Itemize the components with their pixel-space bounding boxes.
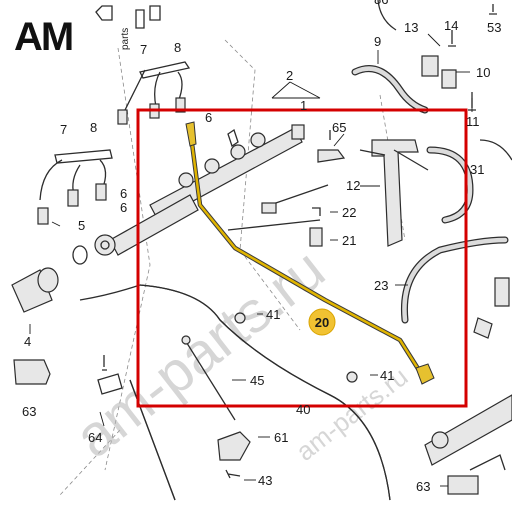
part-20-label: 20 [315, 315, 329, 330]
callout-6-mid: 6 [205, 110, 212, 125]
callout-6-top: 6 [120, 186, 127, 201]
rail-lower-right [424, 394, 512, 495]
callout-61: 61 [274, 430, 288, 445]
callout-86: 86 [374, 0, 388, 7]
callout-11: 11 [466, 114, 480, 129]
small-parts [227, 128, 358, 383]
logo-brand: AM [14, 15, 72, 59]
callout-8-left: 8 [90, 120, 97, 135]
callout-63-right: 63 [416, 479, 430, 494]
callout-6-low: 6 [120, 200, 127, 215]
callout-5: 5 [78, 218, 85, 233]
callout-22: 22 [342, 205, 356, 220]
right-hoses [400, 139, 512, 339]
callout-14: 14 [444, 18, 458, 33]
callout-63-left: 63 [22, 404, 36, 419]
callout-13: 13 [404, 20, 418, 35]
bracket-12 [359, 139, 429, 247]
callout-9: 9 [374, 34, 381, 49]
callout-21: 21 [342, 233, 356, 248]
callout-53: 53 [487, 20, 501, 35]
top-right-parts [351, 0, 497, 114]
callout-43: 43 [258, 473, 272, 488]
callout-10: 10 [476, 65, 490, 80]
injector-connectors-top [95, 5, 191, 125]
callout-4: 4 [24, 334, 31, 349]
callouts: 86 7 8 2 1 9 13 14 53 10 11 7 8 6 6 6 65… [22, 0, 501, 494]
callout-23: 23 [374, 278, 388, 293]
callout-40: 40 [296, 402, 310, 417]
callout-41-a: 41 [266, 307, 280, 322]
injector-harness-left [37, 149, 113, 225]
callout-7-top: 7 [140, 42, 147, 57]
callout-41-b: 41 [380, 368, 394, 383]
callout-45: 45 [250, 373, 264, 388]
watermark-main: am-parts.ru [63, 236, 337, 470]
fuel-line-20 [185, 121, 435, 385]
highlight-frame [136, 108, 468, 408]
callout-31: 31 [470, 162, 484, 177]
callout-65: 65 [332, 120, 346, 135]
callout-8-top: 8 [174, 40, 181, 55]
return-hose-40 [79, 284, 391, 501]
sensor-4 [11, 245, 88, 313]
clip-63-left [13, 359, 51, 385]
part-20-badge[interactable]: 20 [308, 308, 336, 336]
logo: AM parts [14, 15, 131, 59]
callout-7-left: 7 [60, 122, 67, 137]
callout-64: 64 [88, 430, 102, 445]
callout-12: 12 [346, 178, 360, 193]
callout-2: 2 [286, 68, 293, 83]
lower-center-parts [181, 335, 251, 479]
callout-1: 1 [300, 98, 307, 113]
logo-suffix: parts [120, 28, 131, 50]
fuel-rails [94, 124, 305, 256]
leader-lines [29, 33, 473, 487]
